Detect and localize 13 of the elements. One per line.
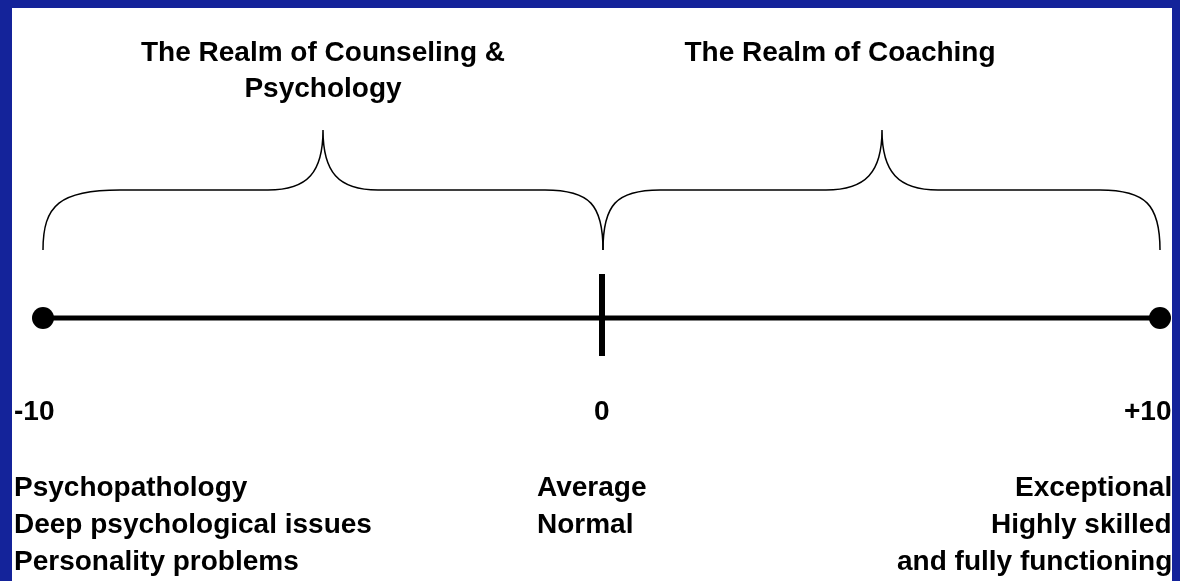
scale-description: Average [537,470,647,504]
scale-description: and fully functioning [897,544,1173,578]
scale-description: Exceptional [1015,470,1173,504]
scale-description: Normal [537,507,634,541]
section-title: The Realm of Coaching [683,35,997,69]
scale-value: -10 [14,394,55,428]
scale-value: +10 [1124,394,1172,428]
scale-value: 0 [594,394,610,428]
scale-description: Personality problems [14,544,299,578]
section-title: The Realm of Counseling & Psychology [140,35,506,105]
scale-description: Psychopathology [14,470,248,504]
scale-description: Deep psychological issues [14,507,372,541]
scale-description: Highly skilled [991,507,1172,541]
